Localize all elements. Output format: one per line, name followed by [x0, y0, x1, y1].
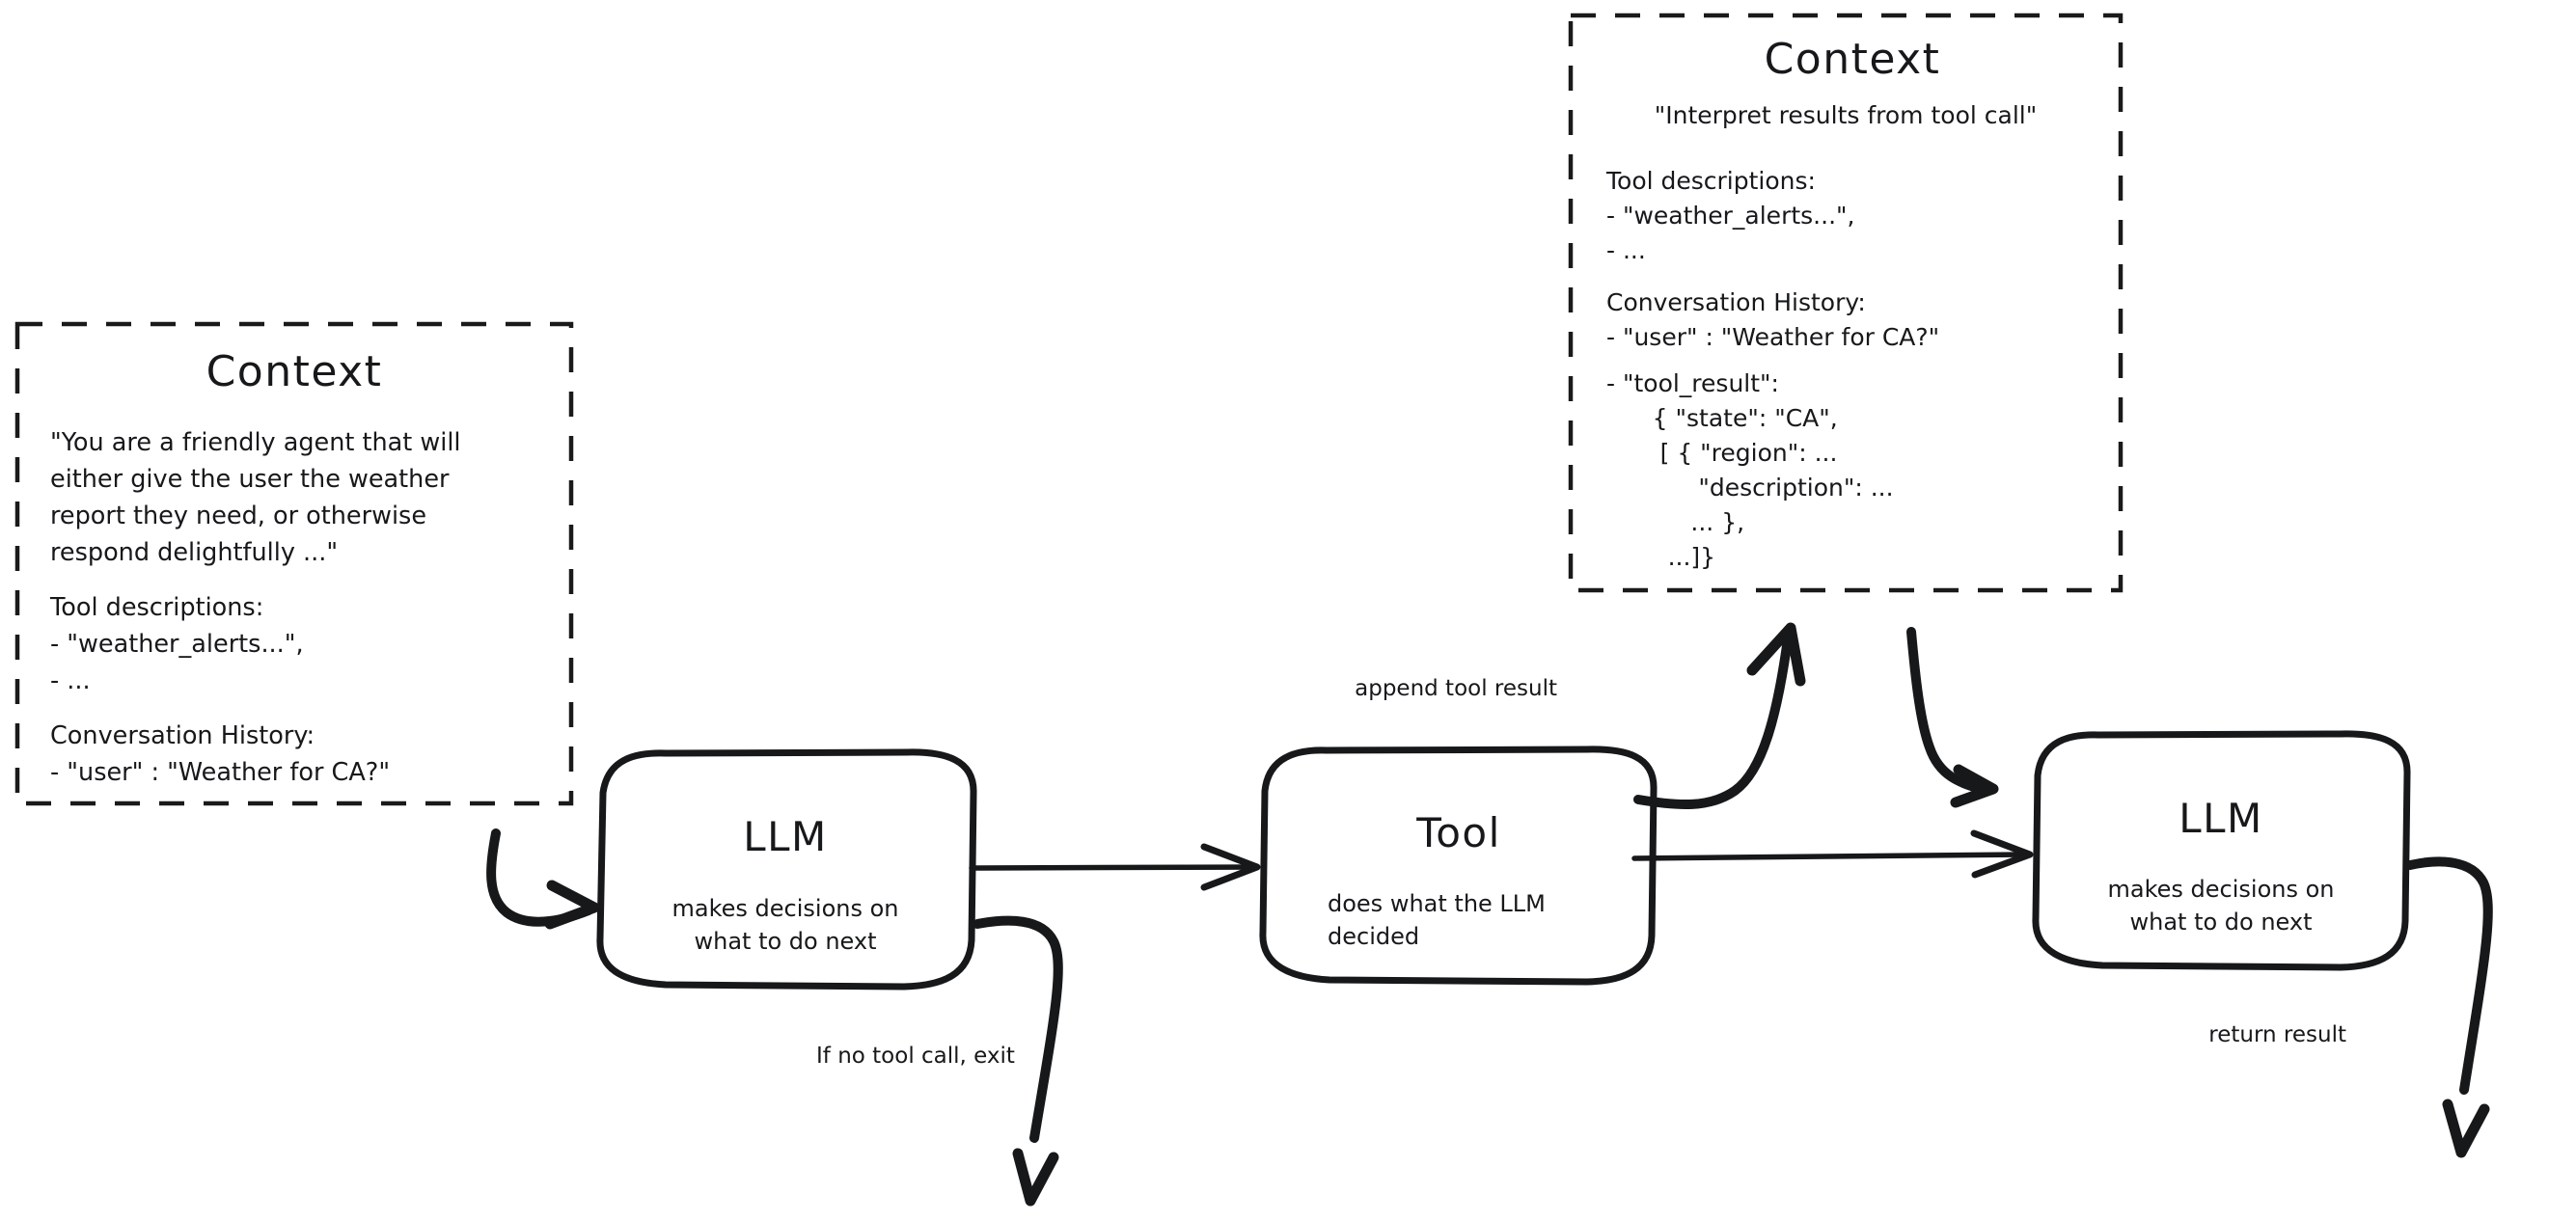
edge-exit-label: If no tool call, exit	[816, 1044, 1015, 1069]
edge-return-result: return result	[2208, 856, 2493, 1158]
node-llm-2[interactable]: LLM makes decisions on what to do next	[2032, 730, 2411, 971]
context-left-line-2: report they need, or otherwise	[50, 502, 426, 530]
context-right-line-12: ...]}	[1606, 543, 1715, 571]
context-right-line-8: { "state": "CA",	[1606, 404, 1838, 432]
tool-subtitle-0: does what the LLM	[1328, 890, 1546, 917]
edge-context-right-to-llm2-arrowhead	[1950, 764, 1999, 808]
edge-return-line	[2405, 856, 2493, 1095]
context-left-border	[14, 321, 574, 806]
edge-llm1-to-tool-line	[969, 864, 1257, 871]
context-left-line-5: Tool descriptions:	[49, 593, 263, 622]
edge-append-line	[1633, 627, 1794, 810]
llm-1-box-outline	[596, 748, 977, 990]
context-right-headline: "Interpret results from tool call"	[1655, 101, 2037, 129]
context-left-line-7: - ...	[50, 666, 91, 695]
context-right-line-1: - "weather_alerts...",	[1606, 202, 1854, 230]
context-right-line-7: - "tool_result":	[1606, 369, 1779, 397]
context-right-line-9: [ { "region": ...	[1606, 439, 1837, 467]
llm-1-subtitle-1: what to do next	[694, 928, 876, 955]
edge-return-label: return result	[2208, 1022, 2346, 1047]
context-left-line-1: either give the user the weather	[50, 465, 450, 494]
context-box-right: Context "Interpret results from tool cal…	[1568, 13, 2124, 593]
context-left-line-6: - "weather_alerts...",	[50, 630, 304, 659]
edge-tool-to-llm2-arrowhead	[1970, 829, 2034, 879]
tool-subtitle-1: decided	[1328, 923, 1419, 950]
llm-2-subtitle-0: makes decisions on	[2108, 876, 2335, 903]
tool-box-outline	[1259, 746, 1658, 986]
edge-context-right-to-llm2-line	[1906, 627, 1992, 796]
context-right-line-2: - ...	[1606, 236, 1646, 264]
edge-tool-to-llm2	[1631, 829, 2034, 879]
node-llm-1[interactable]: LLM makes decisions on what to do next	[596, 748, 977, 990]
llm-2-box-outline	[2032, 730, 2411, 971]
edge-context-right-to-llm2	[1906, 627, 1999, 808]
context-left-line-9: Conversation History:	[50, 721, 315, 750]
edge-llm1-to-tool-arrowhead	[1200, 843, 1261, 891]
edge-context-to-llm1-line	[486, 828, 593, 927]
llm-1-subtitle-0: makes decisions on	[672, 895, 899, 922]
context-right-title: Context	[1765, 35, 1941, 84]
context-right-border	[1568, 13, 2124, 593]
edge-return-arrowhead	[2442, 1099, 2490, 1158]
context-right-line-11: ... },	[1606, 508, 1744, 536]
edge-append-label: append tool result	[1355, 676, 1557, 701]
context-left-line-10: - "user" : "Weather for CA?"	[50, 758, 390, 787]
edge-exit-arrowhead	[1012, 1148, 1059, 1207]
context-box-left: Context "You are a friendly agent that w…	[14, 321, 574, 806]
llm-2-title: LLM	[2179, 795, 2263, 842]
node-tool[interactable]: Tool does what the LLM decided	[1259, 746, 1658, 986]
llm-2-subtitle-1: what to do next	[2129, 909, 2312, 936]
edge-exit-line	[973, 915, 1063, 1143]
edge-llm1-to-tool	[969, 843, 1261, 891]
context-left-line-0: "You are a friendly agent that will	[50, 428, 461, 457]
context-right-line-4: Conversation History:	[1606, 288, 1866, 316]
context-right-line-5: - "user" : "Weather for CA?"	[1606, 323, 1939, 351]
edge-append-tool-result: append tool result	[1355, 622, 1806, 810]
context-right-line-10: "description": ...	[1606, 474, 1894, 502]
context-left-line-3: respond delightfully ..."	[50, 538, 338, 567]
context-left-title: Context	[206, 347, 383, 396]
edge-context-to-llm1	[486, 828, 600, 930]
llm-1-title: LLM	[743, 813, 828, 860]
edge-exit: If no tool call, exit	[816, 915, 1063, 1207]
edge-tool-to-llm2-line	[1631, 852, 2029, 861]
tool-title: Tool	[1415, 809, 1501, 856]
context-right-line-0: Tool descriptions:	[1605, 167, 1816, 195]
edge-context-to-llm1-arrowhead	[544, 880, 600, 930]
edge-append-arrowhead	[1746, 622, 1806, 687]
